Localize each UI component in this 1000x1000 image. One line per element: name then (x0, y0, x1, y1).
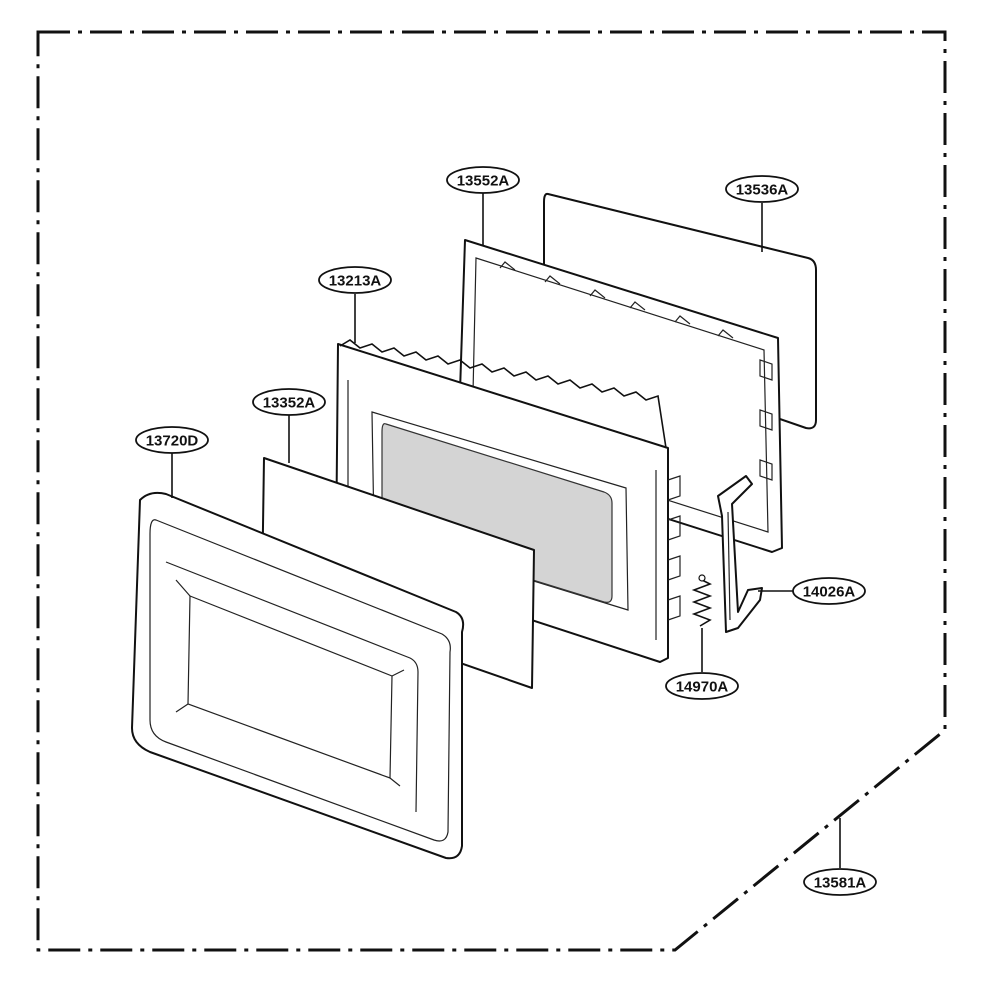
leader-lines (171, 193, 841, 868)
label-14970A: 14970A (676, 679, 729, 696)
assembly-boundary (36, 30, 947, 952)
callout-13352A: 13352A (252, 388, 326, 416)
label-13552A: 13552A (457, 173, 510, 190)
callout-13536A: 13536A (725, 175, 799, 203)
label-13720D: 13720D (146, 433, 199, 450)
label-13581A: 13581A (814, 875, 867, 892)
door-window (381, 423, 613, 603)
callout-14026A: 14026A (792, 577, 866, 605)
label-13213A: 13213A (329, 273, 382, 290)
spring-part (691, 574, 713, 627)
callout-13720D: 13720D (135, 426, 209, 454)
callout-14970A: 14970A (665, 672, 739, 700)
callout-13213A: 13213A (318, 266, 392, 294)
latch-part (717, 475, 763, 633)
label-13536A: 13536A (736, 182, 789, 199)
label-13352A: 13352A (263, 395, 316, 412)
door-frame-front-part (131, 491, 465, 860)
callout-13552A: 13552A (446, 166, 520, 194)
label-14026A: 14026A (803, 584, 856, 601)
callout-13581A: 13581A (803, 868, 877, 896)
